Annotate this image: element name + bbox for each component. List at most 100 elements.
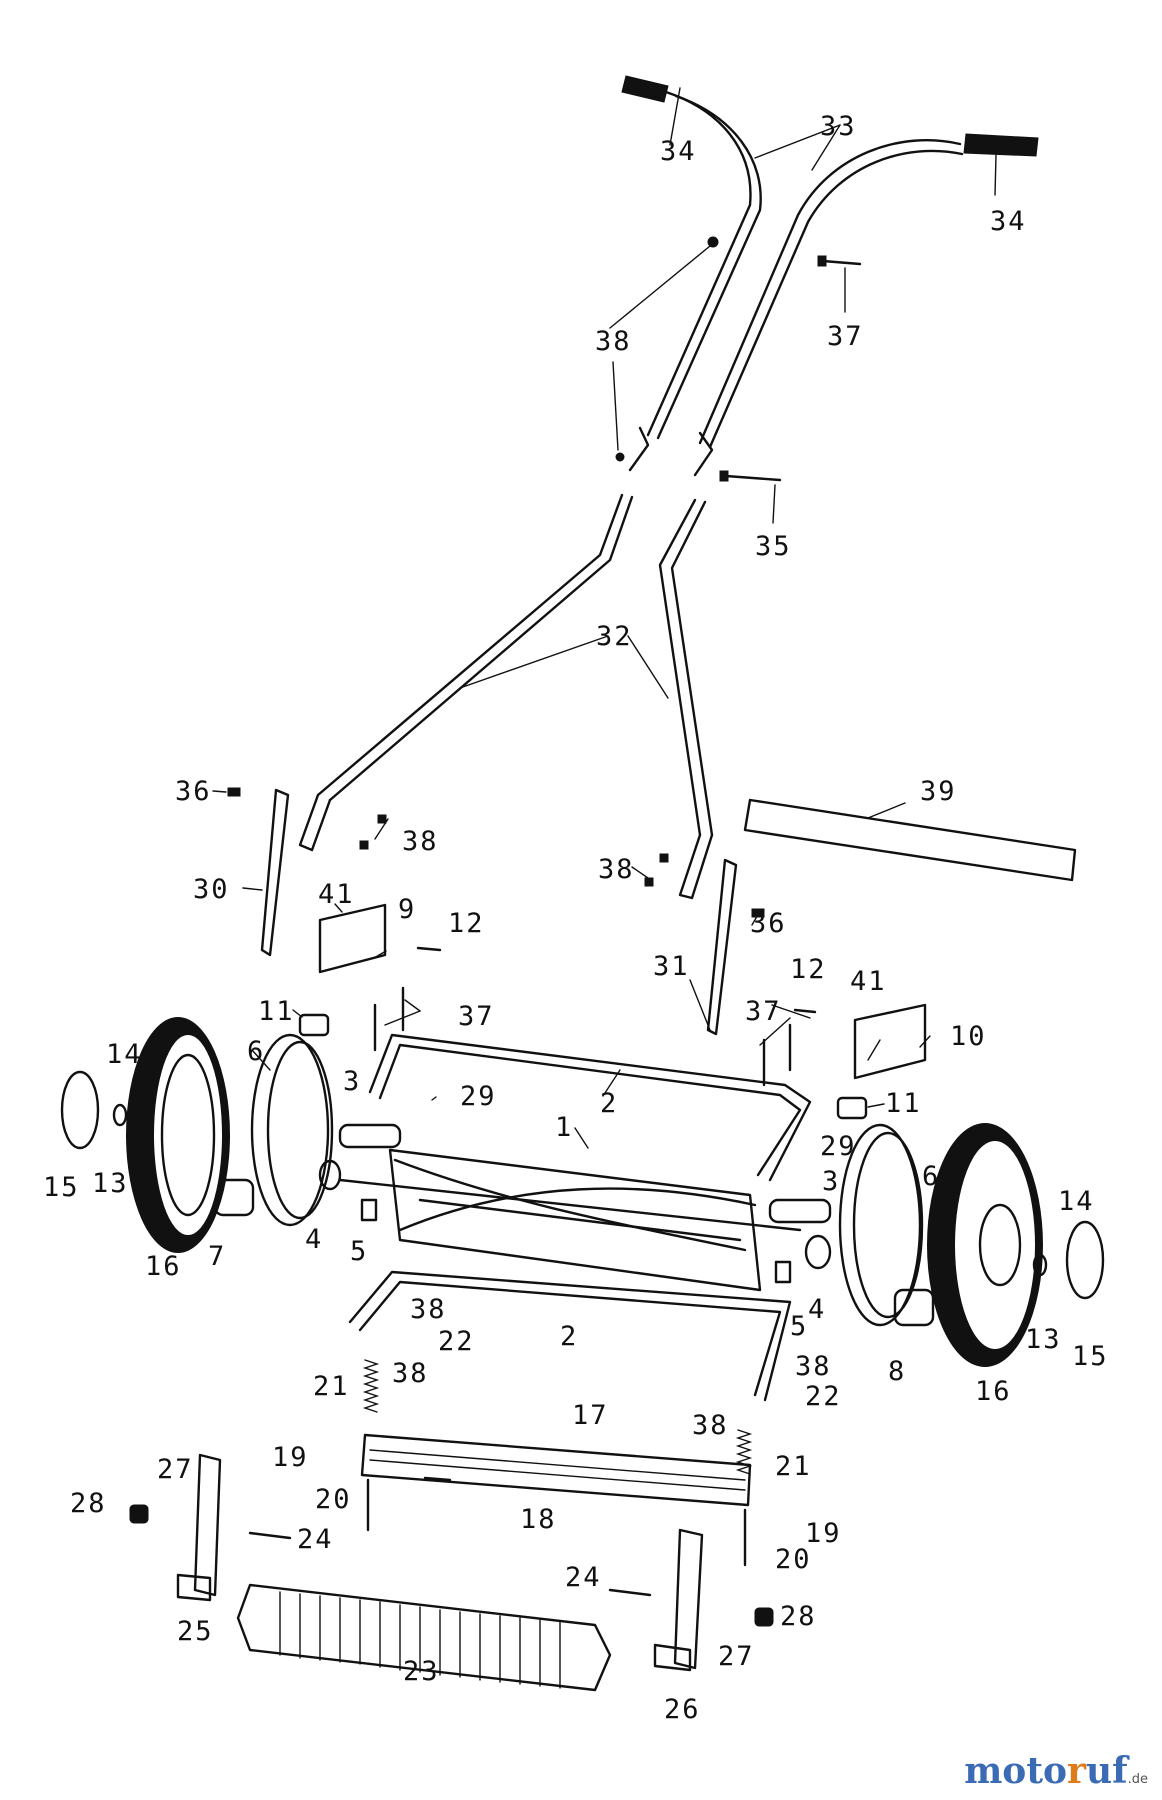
drive-disc-right	[838, 1123, 924, 1327]
handle-grip-left	[621, 75, 669, 103]
cutting-reel	[338, 1148, 802, 1292]
hubcap-left	[60, 1070, 100, 1150]
adjust-knob-left	[129, 1504, 149, 1524]
label-1: 1	[555, 1112, 573, 1143]
watermark-logo: motoruf.de	[964, 1750, 1148, 1792]
label-30: 30	[193, 874, 230, 905]
frame-upper	[368, 1033, 812, 1182]
axle-right	[768, 1198, 832, 1224]
label-22: 22	[438, 1326, 475, 1357]
label-25: 25	[177, 1616, 214, 1647]
label-3: 3	[822, 1166, 840, 1197]
drive-disc-left	[250, 1033, 334, 1227]
label-27: 27	[718, 1641, 755, 1672]
label-14: 14	[106, 1039, 143, 1070]
label-13: 13	[92, 1168, 129, 1199]
label-27: 27	[157, 1454, 194, 1485]
hubcap-right	[1065, 1220, 1105, 1300]
label-15: 15	[1072, 1341, 1109, 1372]
label-20: 20	[775, 1544, 812, 1575]
label-28: 28	[70, 1488, 107, 1519]
label-38: 38	[598, 854, 635, 885]
roller-bracket-left	[176, 1453, 222, 1602]
handle-grip-right	[963, 133, 1039, 157]
label-5: 5	[790, 1311, 808, 1342]
side-bracket-left	[260, 788, 290, 957]
label-23: 23	[403, 1656, 440, 1687]
watermark-suffix: .de	[1127, 1772, 1148, 1787]
label-31: 31	[653, 951, 690, 982]
label-16: 16	[975, 1376, 1012, 1407]
grass-deflector	[743, 798, 1077, 882]
label-41: 41	[850, 966, 887, 997]
label-21: 21	[313, 1371, 350, 1402]
label-37: 37	[827, 321, 864, 352]
roller-bracket-right	[653, 1528, 704, 1672]
label-7: 7	[208, 1241, 226, 1272]
washer-right	[1032, 1253, 1048, 1277]
side-plate-left	[318, 903, 387, 974]
side-plate-right	[853, 1003, 927, 1080]
axle-left	[338, 1123, 402, 1149]
label-20: 20	[315, 1484, 352, 1515]
label-37: 37	[458, 1001, 495, 1032]
label-6: 6	[922, 1161, 940, 1192]
label-2: 2	[600, 1088, 618, 1119]
label-5: 5	[350, 1236, 368, 1267]
label-41: 41	[318, 879, 355, 910]
spacer-right	[774, 1260, 792, 1284]
bushing-left	[298, 1013, 330, 1037]
label-34: 34	[990, 206, 1027, 237]
label-28: 28	[780, 1601, 817, 1632]
label-38: 38	[392, 1358, 429, 1389]
label-14: 14	[1058, 1186, 1095, 1217]
bearing-right	[804, 1234, 832, 1270]
spring-right	[735, 1429, 753, 1475]
label-4: 4	[305, 1224, 323, 1255]
label-19: 19	[805, 1518, 842, 1549]
upper-handle	[646, 90, 964, 449]
bed-knife	[360, 1433, 752, 1507]
label-3: 3	[343, 1066, 361, 1097]
hardware-small	[227, 236, 862, 918]
pinion-right	[893, 1288, 935, 1327]
label-38: 38	[595, 326, 632, 357]
label-26: 26	[664, 1694, 701, 1725]
label-38: 38	[795, 1351, 832, 1382]
label-37: 37	[745, 996, 782, 1027]
lower-handle	[298, 426, 714, 900]
label-24: 24	[565, 1562, 602, 1593]
label-10: 10	[950, 1021, 987, 1052]
label-16: 16	[145, 1251, 182, 1282]
bolts	[373, 946, 817, 1087]
label-36: 36	[750, 908, 787, 939]
screw-24-right	[608, 1588, 652, 1597]
label-39: 39	[920, 776, 957, 807]
part-labels: 34 33 34 37 38 35 32 39 36 38 38 36 30 4…	[43, 111, 1109, 1725]
label-9: 9	[398, 894, 416, 925]
pin-18	[423, 1476, 452, 1482]
label-38: 38	[410, 1294, 447, 1325]
wheel-left	[126, 1017, 230, 1253]
rear-roller	[236, 1583, 612, 1692]
label-18: 18	[520, 1504, 557, 1535]
watermark-part2: r	[1066, 1750, 1086, 1792]
label-4: 4	[808, 1294, 826, 1325]
label-33: 33	[820, 111, 857, 142]
label-29: 29	[820, 1131, 857, 1162]
wheel-right	[927, 1123, 1043, 1367]
label-11: 11	[258, 996, 295, 1027]
bushing-right	[836, 1096, 868, 1120]
label-35: 35	[755, 531, 792, 562]
label-29: 29	[460, 1081, 497, 1112]
watermark-part3: uf	[1085, 1750, 1128, 1792]
label-11: 11	[885, 1088, 922, 1119]
label-38: 38	[692, 1410, 729, 1441]
screw-24-left	[248, 1531, 292, 1540]
label-21: 21	[775, 1451, 812, 1482]
label-8: 8	[888, 1356, 906, 1387]
label-36: 36	[175, 776, 212, 807]
label-17: 17	[572, 1400, 609, 1431]
label-19: 19	[272, 1442, 309, 1473]
